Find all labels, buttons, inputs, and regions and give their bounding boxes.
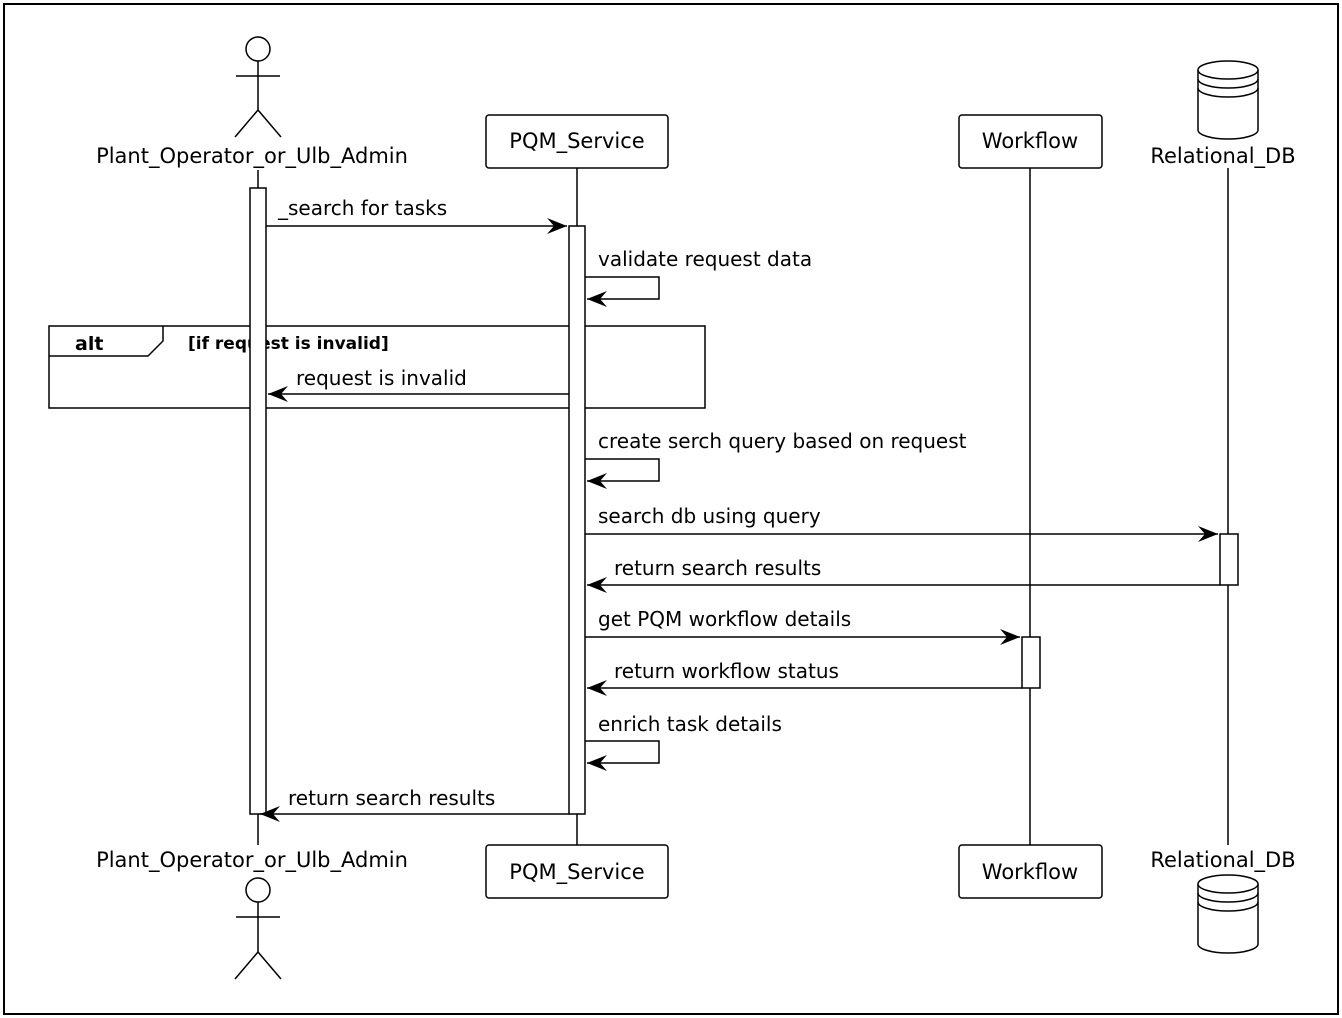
activation-workflow (1021, 636, 1041, 689)
participant-label-workflow-bottom: Workflow (982, 860, 1078, 884)
message-return-db-results: return search results (587, 556, 1220, 593)
message-label: request is invalid (296, 366, 467, 390)
participant-label-db-top: Relational_DB (1150, 144, 1295, 169)
diagram-border (3, 3, 1339, 1015)
message-label: return search results (288, 786, 495, 810)
participant-label-db-bottom: Relational_DB (1150, 848, 1295, 873)
activation-pqm (568, 225, 586, 815)
alt-frame-keyword: alt (75, 333, 103, 355)
message-get-workflow: get PQM workflow details (585, 607, 1020, 645)
message-search-for-tasks: _search for tasks (266, 196, 567, 234)
activation-operator (249, 187, 267, 815)
participant-box-pqm-bottom (485, 844, 669, 899)
participant-label-pqm-bottom: PQM_Service (509, 860, 644, 885)
participant-label-pqm-top: PQM_Service (509, 129, 644, 154)
message-create-query: create serch query based on request (585, 429, 967, 489)
message-enrich-task: enrich task details (585, 712, 782, 771)
participant-box-workflow-top (958, 114, 1103, 169)
message-label: enrich task details (598, 712, 782, 736)
message-validate-request: validate request data (585, 247, 812, 307)
message-label: create serch query based on request (598, 429, 967, 453)
message-label: return workflow status (614, 659, 839, 683)
message-return-search-results: return search results (260, 786, 569, 822)
participant-label-workflow-top: Workflow (982, 129, 1078, 153)
participant-box-pqm-top (485, 114, 669, 169)
message-label: _search for tasks (277, 196, 447, 220)
alt-frame: alt [if request is invalid] (48, 325, 706, 409)
actor-icon-top (234, 36, 282, 138)
participant-label-operator-top: Plant_Operator_or_Ulb_Admin (96, 144, 408, 169)
message-label: get PQM workflow details (598, 607, 851, 631)
message-request-invalid: request is invalid (268, 366, 569, 402)
participant-box-workflow-bottom (958, 844, 1103, 899)
message-return-workflow-status: return workflow status (587, 659, 1022, 696)
participant-label-operator-bottom: Plant_Operator_or_Ulb_Admin (96, 848, 408, 873)
message-label: search db using query (598, 504, 821, 528)
message-label: return search results (614, 556, 821, 580)
database-icon-bottom (1197, 874, 1259, 954)
actor-icon-bottom (234, 877, 282, 980)
message-label: validate request data (598, 247, 812, 271)
activation-db (1219, 533, 1239, 586)
database-icon-top (1197, 60, 1259, 140)
message-search-db: search db using query (585, 504, 1218, 542)
alt-frame-guard: [if request is invalid] (188, 334, 389, 354)
